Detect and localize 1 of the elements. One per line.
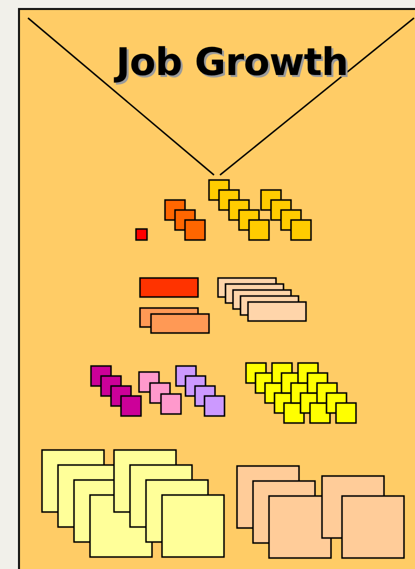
title: Job Growth: [116, 40, 348, 84]
